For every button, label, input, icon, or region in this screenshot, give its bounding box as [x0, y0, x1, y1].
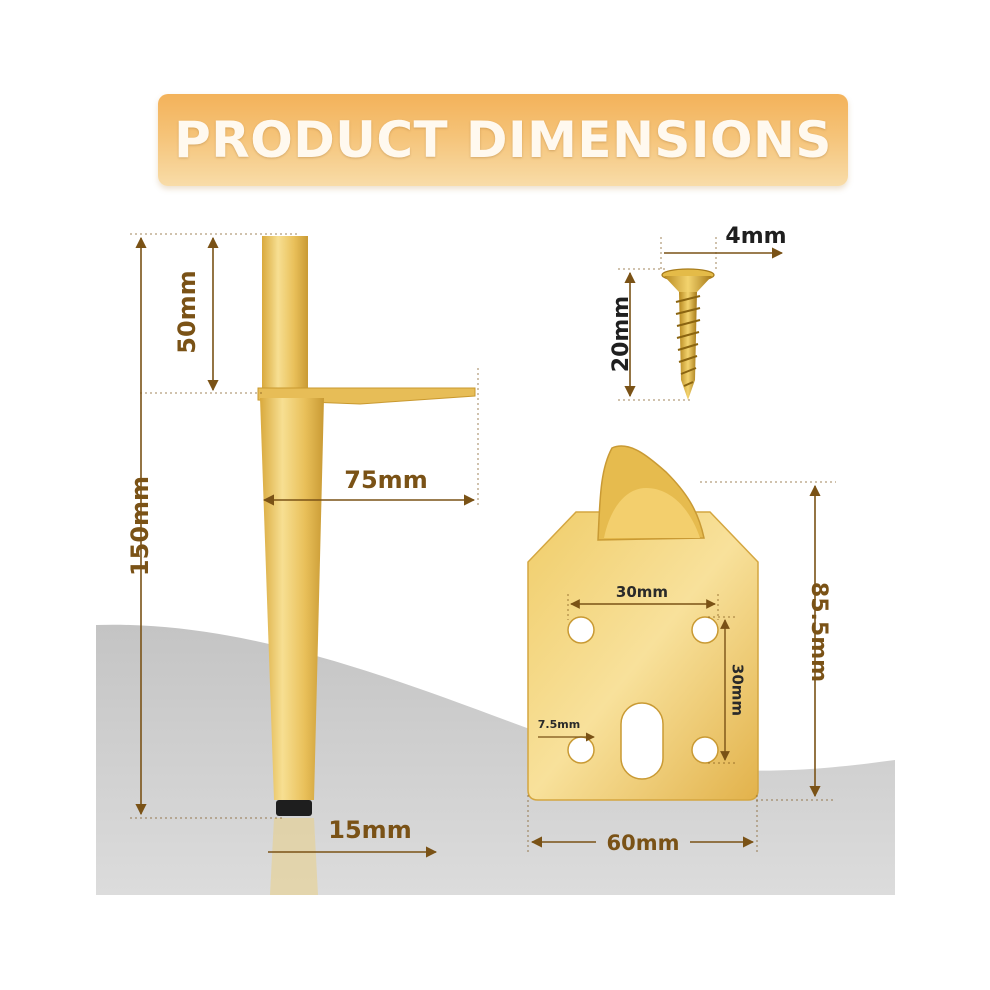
mount-height-label: 85.5mm: [806, 582, 831, 682]
mount-hole-bottom-left: [567, 736, 595, 764]
leg-foot-cap: [276, 800, 312, 816]
screw: [661, 268, 715, 400]
mount-width-label: 60mm: [607, 831, 680, 855]
page-title: PRODUCT DIMENSIONS: [174, 111, 832, 169]
leg-height-label: 150mm: [126, 476, 154, 576]
mount-hole-bottom-right: [691, 736, 719, 764]
mounting-plate: [527, 445, 759, 801]
mount-hole-top-left: [567, 616, 595, 644]
plate-width-label: 75mm: [344, 466, 427, 494]
bracket-height-label: 50mm: [173, 270, 201, 353]
hole-spacing-h-label: 30mm: [616, 583, 668, 601]
leg-vertical-bracket: [262, 236, 308, 394]
floor-backdrop: [96, 624, 895, 895]
hole-spacing-v-label: 30mm: [729, 664, 747, 716]
mount-slot: [620, 702, 664, 780]
hole-diameter-label: 7.5mm: [538, 718, 580, 731]
title-banner: PRODUCT DIMENSIONS: [158, 94, 848, 186]
leg-reflection: [270, 818, 318, 895]
screw-length-label: 20mm: [609, 296, 634, 372]
screw-width-label: 4mm: [725, 224, 786, 249]
mount-hole-top-right: [691, 616, 719, 644]
foot-width-label: 15mm: [328, 816, 411, 844]
mounting-plate-body: [527, 511, 759, 801]
